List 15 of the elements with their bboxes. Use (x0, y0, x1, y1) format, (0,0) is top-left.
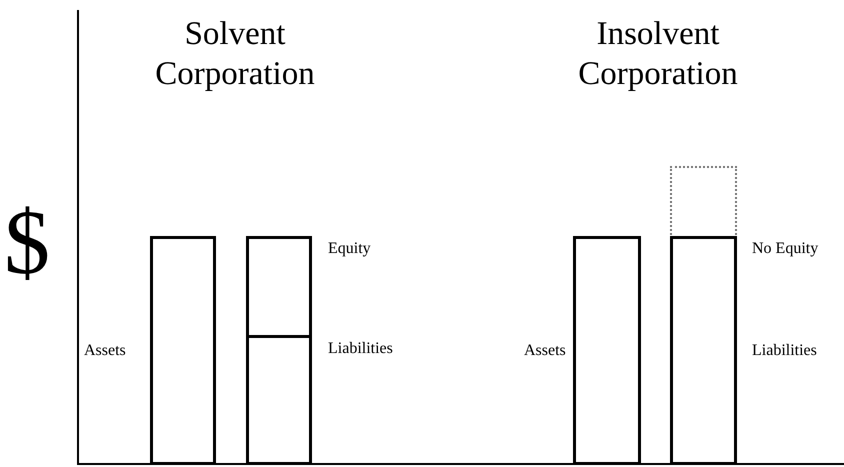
bar-segment (246, 236, 312, 338)
bar-segment (150, 236, 216, 465)
bar-label: Equity (328, 241, 371, 257)
bar-segment (246, 335, 312, 465)
dollar-axis-label: $ (4, 196, 50, 288)
dotted-box (670, 166, 737, 238)
bar-label: Liabilities (752, 343, 817, 359)
bar-label: No Equity (752, 241, 818, 257)
bar-label: Liabilities (328, 341, 393, 357)
group-title: Insolvent Corporation (577, 15, 739, 94)
group-title: Solvent Corporation (154, 15, 316, 94)
bar-label: Assets (524, 343, 566, 359)
bar-segment (573, 236, 641, 465)
bar-segment (670, 236, 737, 465)
bar-label: Assets (84, 343, 126, 359)
